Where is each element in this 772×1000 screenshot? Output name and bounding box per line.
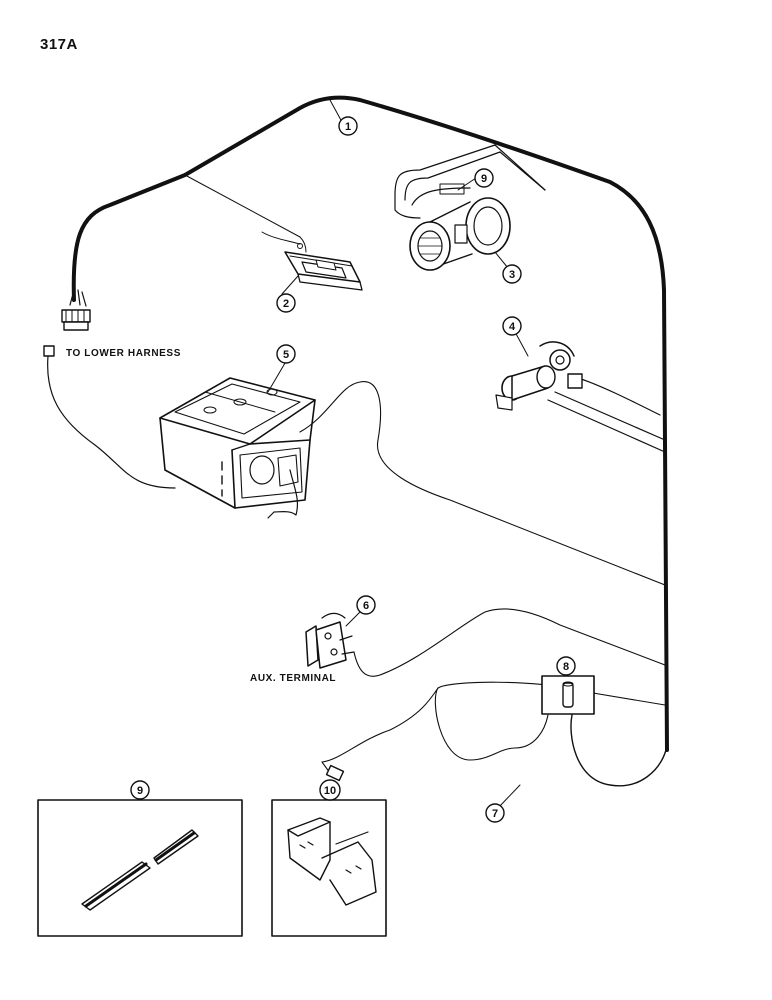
callout-4: 4	[509, 321, 516, 333]
callout-circles	[130, 116, 576, 823]
main-harness	[71, 95, 669, 752]
callout-9: 9	[481, 173, 487, 185]
callout-6: 6	[363, 600, 369, 612]
wiper-motor-component-4	[495, 341, 666, 453]
inset-box-9	[37, 799, 243, 937]
inset-box-10	[271, 799, 387, 937]
callout-10: 10	[324, 785, 336, 797]
callout-5: 5	[283, 349, 289, 361]
callout-2: 2	[283, 298, 289, 310]
lower-harness-label: TO LOWER HARNESS	[66, 348, 181, 359]
callout-9-inset: 9	[137, 785, 143, 797]
aux-terminal-label: AUX. TERMINAL	[250, 673, 336, 684]
wire-to-component-2	[184, 174, 301, 238]
callout-8: 8	[563, 661, 569, 673]
callout-3: 3	[509, 269, 515, 281]
callout-7: 7	[492, 808, 498, 820]
heater-unit-component-5	[159, 377, 666, 586]
part-8-box	[541, 675, 595, 715]
lower-harness-connector	[43, 289, 176, 489]
components-7-8-wiring	[321, 681, 667, 787]
blower-wiring	[394, 144, 546, 219]
switch-component-2	[261, 231, 363, 291]
aux-terminal-component-6	[305, 608, 666, 677]
page-number: 317A	[40, 36, 78, 53]
blower-motor-component-3	[409, 197, 511, 271]
callout-1: 1	[345, 121, 351, 133]
